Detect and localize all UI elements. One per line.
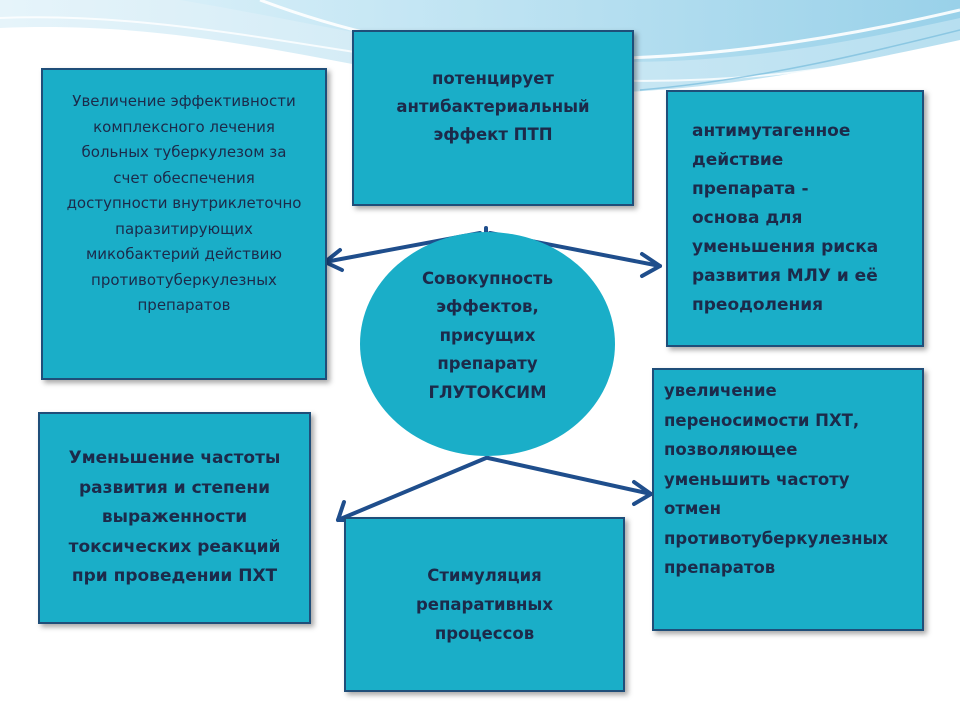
box-toxicity-reduction-text: Уменьшение частоты развития и степени вы… — [68, 448, 281, 587]
box-effectiveness-text: Увеличение эффективности комплексного ле… — [66, 92, 302, 315]
box-effectiveness: Увеличение эффективности комплексного ле… — [41, 68, 327, 380]
box-tolerability-text: увеличение переносимости ПХТ, позволяюще… — [664, 381, 889, 578]
center-ellipse: Совокупность эффектов, присущих препарат… — [360, 232, 615, 456]
wave-line-3 — [639, 29, 960, 91]
box-tolerability: увеличение переносимости ПХТ, позволяюще… — [652, 368, 924, 631]
box-antimutagenic: антимутагенное действие препарата - осно… — [666, 90, 924, 347]
box-toxicity-reduction: Уменьшение частоты развития и степени вы… — [38, 412, 311, 624]
box-reparative-text: Стимуляция репаративных процессов — [415, 566, 553, 643]
box-potentiation: потенцирует антибактериальный эффект ПТП — [352, 30, 634, 206]
center-label: Совокупность эффектов, присущих препарат… — [421, 268, 554, 402]
box-reparative: Стимуляция репаративных процессов — [344, 517, 625, 692]
box-potentiation-text: потенцирует антибактериальный эффект ПТП — [396, 69, 590, 144]
box-antimutagenic-text: антимутагенное действие препарата - осно… — [692, 121, 879, 315]
